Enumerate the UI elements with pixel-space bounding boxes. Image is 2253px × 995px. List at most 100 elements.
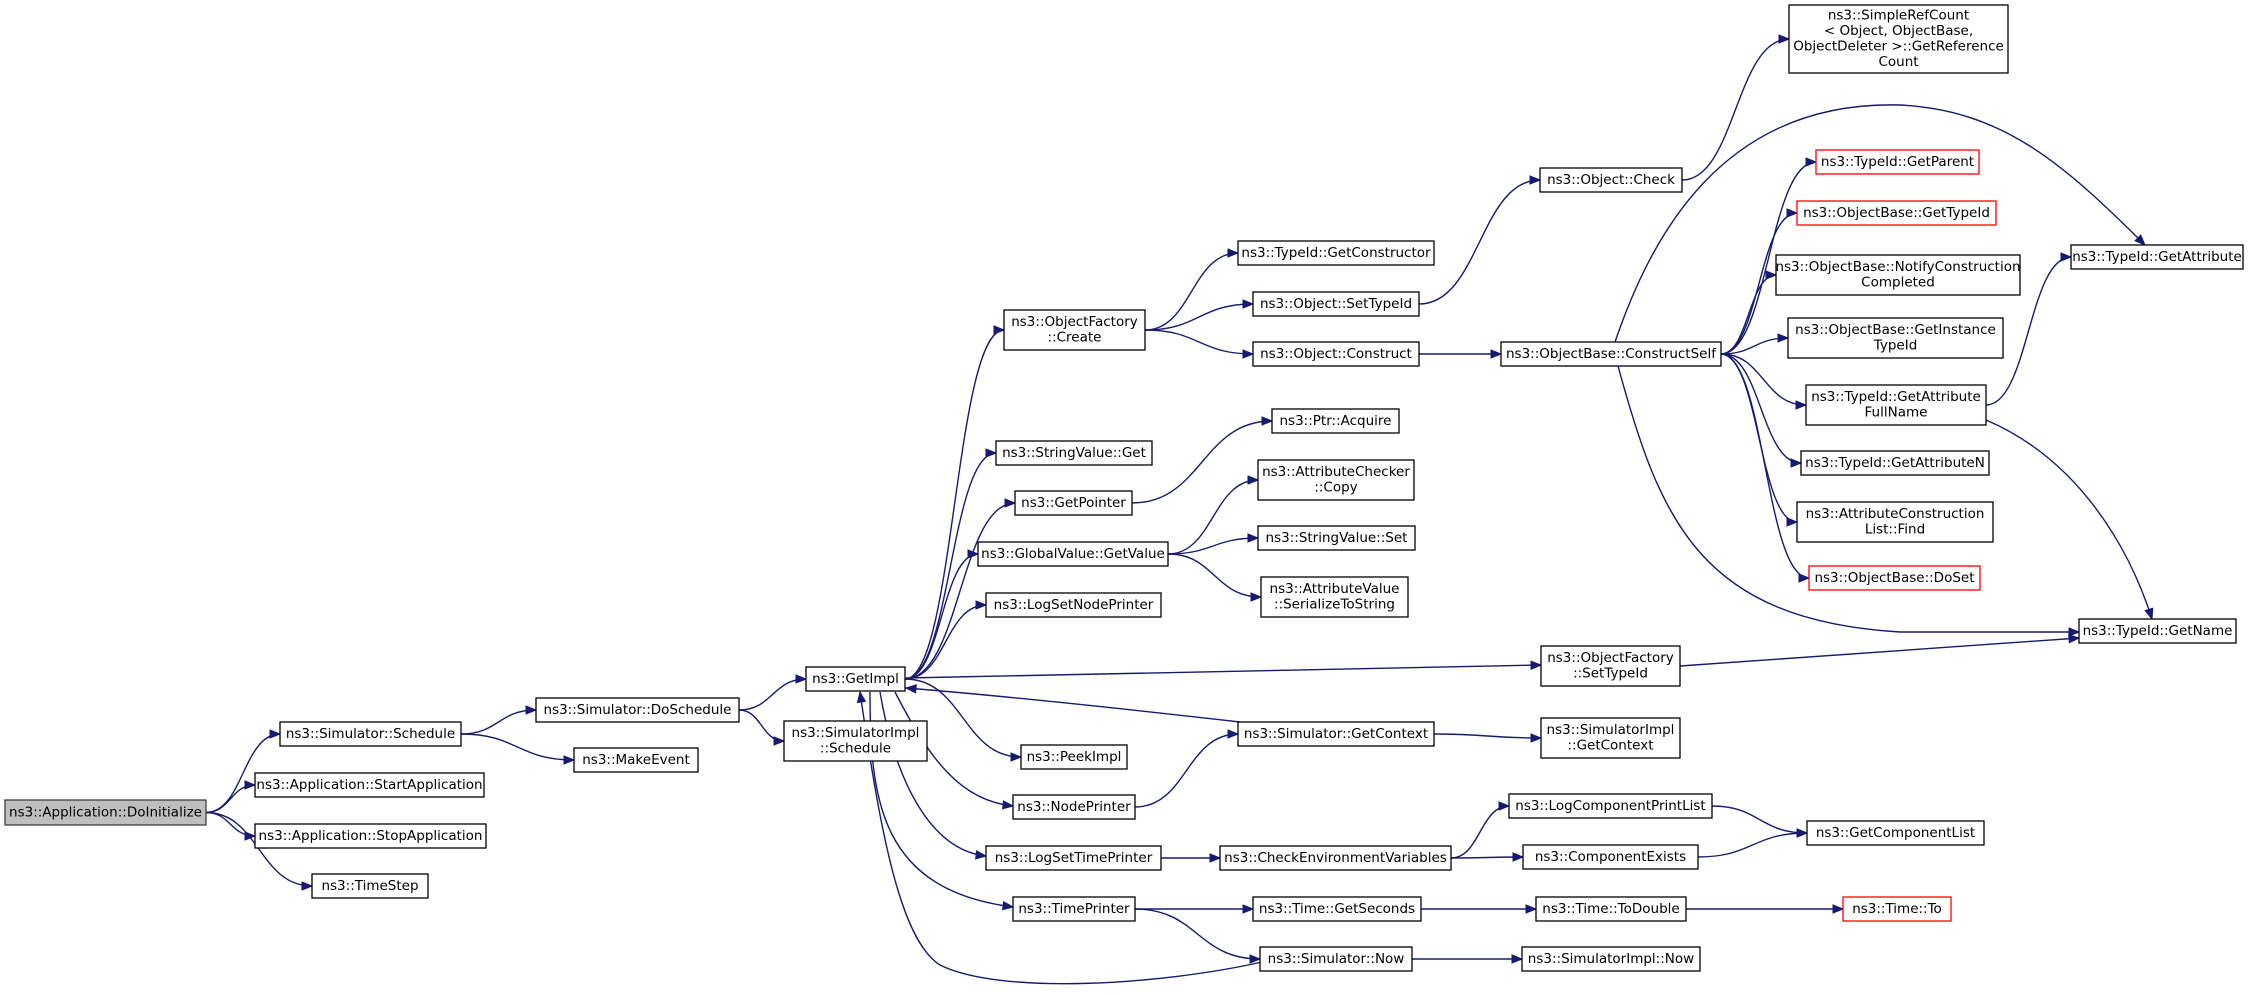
call-edge-getattrfull-to-getname <box>1985 419 2154 621</box>
node-obgettypeid[interactable]: ns3::ObjectBase::GetTypeId <box>1796 200 1997 226</box>
node-label: ns3::Time::ToDouble <box>1542 901 1679 917</box>
node-logsetnode[interactable]: ns3::LogSetNodePrinter <box>985 592 1162 618</box>
node-label: ns3::Simulator::Schedule <box>286 726 455 742</box>
node-stopapp[interactable]: ns3::Application::StopApplication <box>254 823 487 849</box>
node-objcheck[interactable]: ns3::Object::Check <box>1539 167 1683 193</box>
node-label: Count <box>1878 54 1918 70</box>
node-objfactsettype[interactable]: ns3::ObjectFactory::SetTypeId <box>1540 645 1681 687</box>
call-edge-getimpl-to-strvalget <box>904 448 998 680</box>
call-edge-timeprinter-to-simnow <box>1134 908 1262 964</box>
node-getpointer[interactable]: ns3::GetPointer <box>1014 490 1133 516</box>
node-label: ns3::TypeId::GetConstructor <box>1241 245 1431 261</box>
node-label: ns3::SimulatorImpl <box>1547 722 1675 738</box>
call-edge-timetodouble-to-timeto <box>1685 904 1845 914</box>
node-getparent[interactable]: ns3::TypeId::GetParent <box>1815 149 1980 175</box>
call-edge-getimpl-to-getpointer <box>904 498 1017 680</box>
call-edge-checkenv-to-compexists <box>1450 852 1525 862</box>
node-timeprinter[interactable]: ns3::TimePrinter <box>1012 896 1136 922</box>
node-schedule[interactable]: ns3::Simulator::Schedule <box>279 721 462 747</box>
node-getcomplist[interactable]: ns3::GetComponentList <box>1806 820 1985 846</box>
node-label: ns3::CheckEnvironmentVariables <box>1224 850 1447 866</box>
node-label: ns3::AttributeConstruction <box>1806 506 1985 522</box>
node-logsettime[interactable]: ns3::LogSetTimePrinter <box>985 845 1162 871</box>
call-edge-objsettypeid-to-objcheck <box>1418 175 1542 305</box>
node-label: ns3::Time::To <box>1852 901 1942 917</box>
node-getimpl[interactable]: ns3::GetImpl <box>805 666 906 692</box>
call-edge-gvgetvalue-to-attrvalser <box>1167 553 1263 602</box>
call-edge-obconstructself-to-getattribute <box>1614 104 2146 343</box>
node-doschedule[interactable]: ns3::Simulator::DoSchedule <box>535 697 740 723</box>
node-timeto[interactable]: ns3::Time::To <box>1842 896 1952 922</box>
node-label: ns3::Simulator::Now <box>1268 951 1405 967</box>
call-edge-objfactcreate-to-objconstruct <box>1144 329 1255 359</box>
node-peekimpl[interactable]: ns3::PeekImpl <box>1020 744 1128 770</box>
node-label: ns3::AttributeChecker <box>1262 464 1410 480</box>
node-attrcheckcopy[interactable]: ns3::AttributeChecker::Copy <box>1257 459 1415 501</box>
node-getconstructor[interactable]: ns3::TypeId::GetConstructor <box>1237 240 1435 266</box>
node-label: ns3::ObjectBase::GetTypeId <box>1803 205 1990 221</box>
node-label: ns3::TypeId::GetName <box>2083 623 2233 639</box>
node-label: ns3::TypeId::GetAttribute <box>2072 249 2242 265</box>
call-edge-getimpl-to-logsetnode <box>904 600 988 680</box>
call-edge-nodeprinter-to-simgetcontext <box>1134 729 1240 808</box>
node-label: ns3::Simulator::DoSchedule <box>544 702 732 718</box>
node-timegetsec[interactable]: ns3::Time::GetSeconds <box>1252 896 1422 922</box>
call-edge-objfactcreate-to-objsettypeid <box>1144 299 1255 331</box>
node-strvalget[interactable]: ns3::StringValue::Get <box>995 440 1153 466</box>
node-simimplsched[interactable]: ns3::SimulatorImpl::Schedule <box>783 720 928 762</box>
node-label: ns3::LogSetTimePrinter <box>995 850 1153 866</box>
node-objconstruct[interactable]: ns3::Object::Construct <box>1252 341 1420 367</box>
node-attrvalser[interactable]: ns3::AttributeValue::SerializeToString <box>1260 576 1409 618</box>
node-timetodouble[interactable]: ns3::Time::ToDouble <box>1535 896 1687 922</box>
node-getattribute[interactable]: ns3::TypeId::GetAttribute <box>2070 244 2244 270</box>
node-label: < Object, ObjectBase, <box>1824 23 1973 39</box>
node-startapp[interactable]: ns3::Application::StartApplication <box>254 772 485 798</box>
node-doinit[interactable]: ns3::Application::DoInitialize <box>4 799 207 826</box>
node-objfactcreate[interactable]: ns3::ObjectFactory::Create <box>1003 309 1146 351</box>
call-edge-logsettime-to-checkenv <box>1160 853 1222 863</box>
node-obconstructself[interactable]: ns3::ObjectBase::ConstructSelf <box>1500 341 1722 367</box>
node-objsettypeid[interactable]: ns3::Object::SetTypeId <box>1252 291 1420 317</box>
call-edge-objfactsettype-to-getname <box>1679 634 2081 667</box>
node-checkenv[interactable]: ns3::CheckEnvironmentVariables <box>1219 845 1452 871</box>
node-label: FullName <box>1865 405 1928 421</box>
call-graph-edges <box>205 34 2154 985</box>
node-getattrn[interactable]: ns3::TypeId::GetAttributeN <box>1800 450 1990 476</box>
node-obnotify[interactable]: ns3::ObjectBase::NotifyConstructionCompl… <box>1775 254 2021 296</box>
call-edge-obconstructself-to-obgetinstance <box>1720 333 1790 355</box>
node-label: ns3::ObjectBase::ConstructSelf <box>1506 346 1717 362</box>
node-gvgetvalue[interactable]: ns3::GlobalValue::GetValue <box>977 541 1169 567</box>
node-ptracquire[interactable]: ns3::Ptr::Acquire <box>1271 408 1400 434</box>
node-label: ns3::Simulator::GetContext <box>1244 726 1428 742</box>
call-edge-gvgetvalue-to-attrcheckcopy <box>1167 475 1260 555</box>
node-simnow[interactable]: ns3::Simulator::Now <box>1259 946 1413 972</box>
node-nodeprinter[interactable]: ns3::NodePrinter <box>1012 794 1136 820</box>
node-label: ns3::Application::StartApplication <box>256 777 482 793</box>
node-label: ns3::NodePrinter <box>1017 799 1131 815</box>
node-getname[interactable]: ns3::TypeId::GetName <box>2078 618 2237 644</box>
node-label: ::Copy <box>1314 480 1357 496</box>
node-simgetcontext[interactable]: ns3::Simulator::GetContext <box>1237 721 1435 747</box>
node-strvalset[interactable]: ns3::StringValue::Set <box>1257 525 1416 551</box>
node-timestep[interactable]: ns3::TimeStep <box>311 873 429 899</box>
node-compexists[interactable]: ns3::ComponentExists <box>1522 844 1699 870</box>
call-edge-obconstructself-to-getattrfull <box>1720 353 1808 410</box>
call-edge-getimpl-to-gvgetvalue <box>904 549 980 680</box>
node-simimplgetctx[interactable]: ns3::SimulatorImpl::GetContext <box>1540 717 1681 759</box>
node-label: ns3::GetPointer <box>1021 495 1126 511</box>
node-label: ns3::Time::GetSeconds <box>1259 901 1415 917</box>
node-label: ns3::GetComponentList <box>1816 825 1975 841</box>
node-obdoset[interactable]: ns3::ObjectBase::DoSet <box>1808 565 1981 591</box>
call-edge-obconstructself-to-getparent <box>1720 157 1818 355</box>
call-edge-getimpl-to-peekimpl <box>904 678 1023 762</box>
node-simimplnow[interactable]: ns3::SimulatorImpl::Now <box>1521 946 1701 972</box>
node-label: ns3::StringValue::Get <box>1002 445 1146 461</box>
node-label: ns3::SimulatorImpl::Now <box>1528 951 1694 967</box>
node-simplerefcount[interactable]: ns3::SimpleRefCount< Object, ObjectBase,… <box>1788 4 2009 74</box>
call-edge-getimpl-to-objfactcreate <box>904 325 1006 680</box>
node-makeevent[interactable]: ns3::MakeEvent <box>573 747 699 773</box>
node-logcompprint[interactable]: ns3::LogComponentPrintList <box>1508 793 1713 819</box>
